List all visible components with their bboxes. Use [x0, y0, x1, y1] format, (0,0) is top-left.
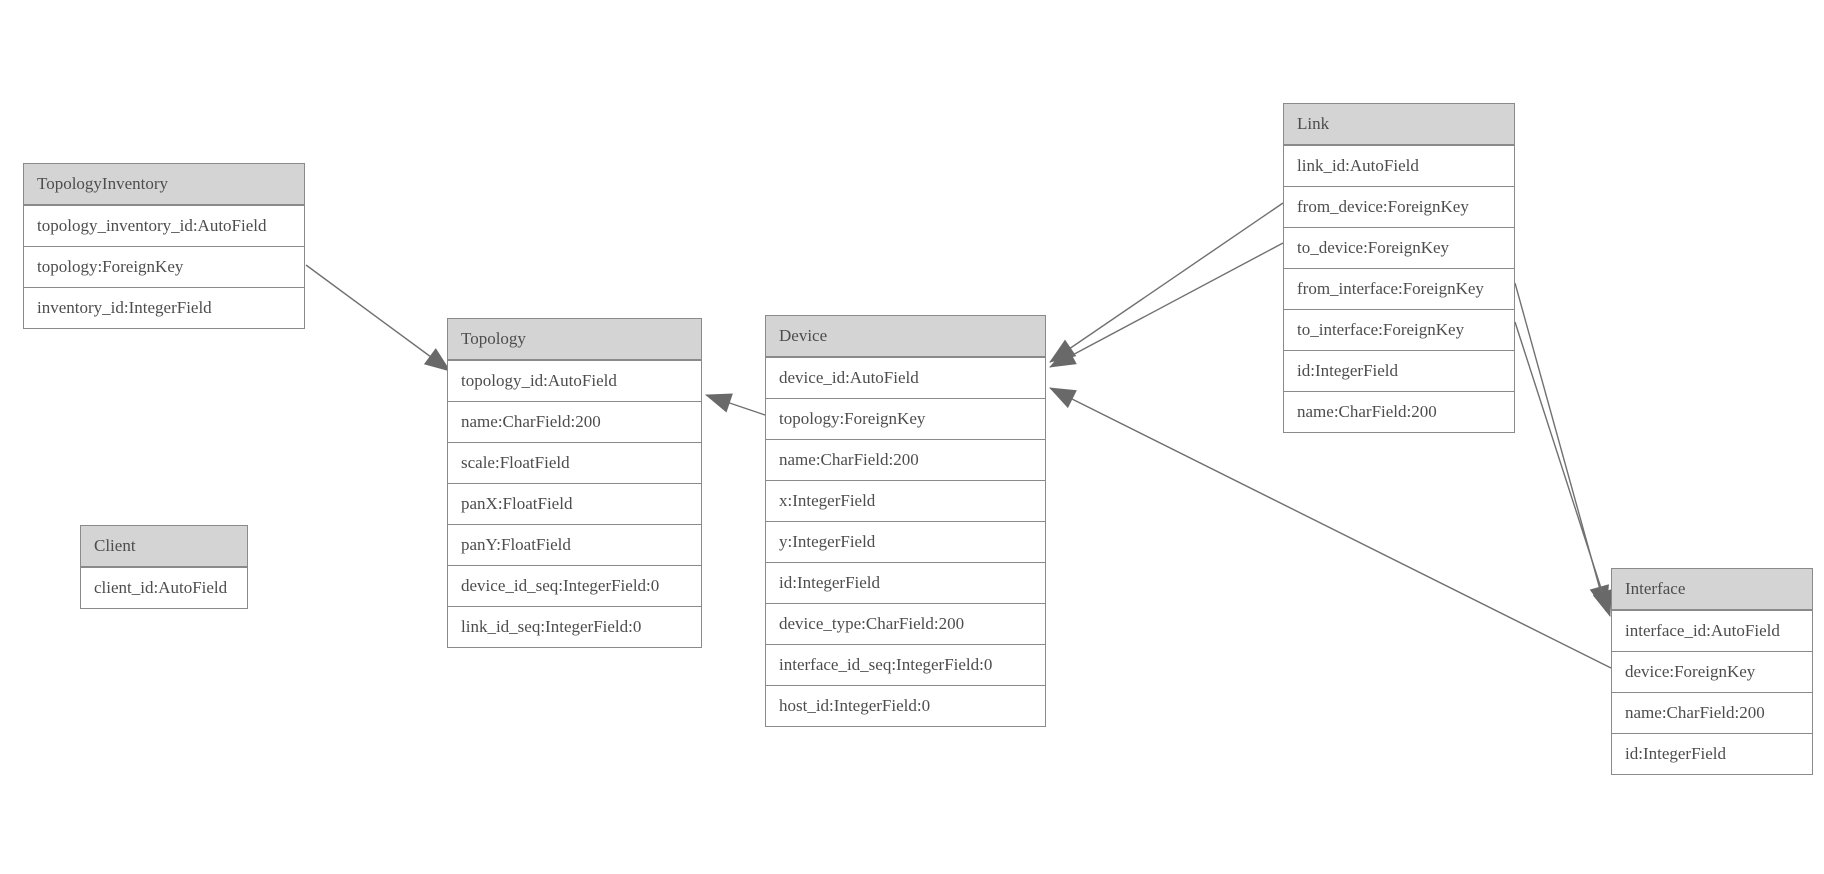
entity-header-link: Link: [1284, 104, 1514, 145]
relation-line-link-to_interface-to-interface: [1514, 321, 1612, 617]
field-row: id:IntegerField: [766, 562, 1045, 603]
field-row: name:CharField:200: [1284, 391, 1514, 432]
field-row: to_device:ForeignKey: [1284, 227, 1514, 268]
relation-line-link-from_interface-to-interface: [1514, 282, 1609, 612]
field-row: inventory_id:IntegerField: [24, 287, 304, 328]
field-row: from_interface:ForeignKey: [1284, 268, 1514, 309]
entity-table-interface: Interface interface_id:AutoField device:…: [1611, 568, 1813, 775]
relation-line-link-from_device-to-device: [1049, 202, 1284, 363]
field-row: x:IntegerField: [766, 480, 1045, 521]
entity-header-client: Client: [81, 526, 247, 567]
entity-table-topologyinventory: TopologyInventory topology_inventory_id:…: [23, 163, 305, 329]
field-row: device_id_seq:IntegerField:0: [448, 565, 701, 606]
field-row: name:CharField:200: [448, 401, 701, 442]
relation-line-link-to_device-to-device: [1049, 242, 1284, 368]
field-row: topology_inventory_id:AutoField: [24, 205, 304, 246]
field-row: name:CharField:200: [766, 439, 1045, 480]
field-row: panX:FloatField: [448, 483, 701, 524]
field-row: host_id:IntegerField:0: [766, 685, 1045, 726]
field-row: device_id:AutoField: [766, 357, 1045, 398]
field-row: topology_id:AutoField: [448, 360, 701, 401]
field-row: device:ForeignKey: [1612, 651, 1812, 692]
field-row: scale:FloatField: [448, 442, 701, 483]
entity-header-device: Device: [766, 316, 1045, 357]
field-row: link_id:AutoField: [1284, 145, 1514, 186]
field-row: device_type:CharField:200: [766, 603, 1045, 644]
field-row: client_id:AutoField: [81, 567, 247, 608]
entity-table-client: Client client_id:AutoField: [80, 525, 248, 609]
field-row: panY:FloatField: [448, 524, 701, 565]
entity-header-topology: Topology: [448, 319, 701, 360]
field-row: topology:ForeignKey: [766, 398, 1045, 439]
field-row: interface_id_seq:IntegerField:0: [766, 644, 1045, 685]
field-row: id:IntegerField: [1284, 350, 1514, 391]
field-row: name:CharField:200: [1612, 692, 1812, 733]
field-row: link_id_seq:IntegerField:0: [448, 606, 701, 647]
field-row: topology:ForeignKey: [24, 246, 304, 287]
field-row: interface_id:AutoField: [1612, 610, 1812, 651]
entity-table-topology: Topology topology_id:AutoField name:Char…: [447, 318, 702, 648]
field-row: from_device:ForeignKey: [1284, 186, 1514, 227]
entity-table-link: Link link_id:AutoField from_device:Forei…: [1283, 103, 1515, 433]
field-row: to_interface:ForeignKey: [1284, 309, 1514, 350]
entity-header-interface: Interface: [1612, 569, 1812, 610]
entity-table-device: Device device_id:AutoField topology:Fore…: [765, 315, 1046, 727]
entity-header-topologyinventory: TopologyInventory: [24, 164, 304, 205]
field-row: y:IntegerField: [766, 521, 1045, 562]
field-row: id:IntegerField: [1612, 733, 1812, 774]
relation-line-topologyinventory-topology-to-topology: [305, 264, 451, 372]
relation-line-device-topology-to-topology: [705, 393, 766, 416]
